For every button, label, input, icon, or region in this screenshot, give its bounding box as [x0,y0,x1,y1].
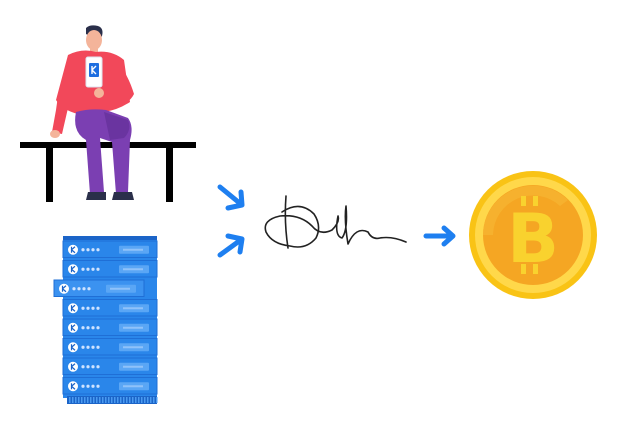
person-holding-phone-icon [50,25,134,200]
server-unit [62,318,158,336]
server-rack [53,236,158,404]
arrow-server-to-signature [217,233,245,258]
server-unit [62,240,158,258]
bitcoin-coin-icon: B [469,171,597,299]
arrow-signature-to-coin [423,225,456,247]
server-unit [53,279,145,297]
server-unit [62,299,158,317]
server-unit [62,357,158,375]
arrow-person-to-signature [217,184,245,211]
handwritten-signature [264,195,407,249]
server-unit [62,377,158,395]
server-rack-icon [53,236,158,404]
server-unit [62,338,158,356]
bench-icon [20,142,196,202]
server-unit [62,260,158,278]
person-on-bench [20,25,196,202]
